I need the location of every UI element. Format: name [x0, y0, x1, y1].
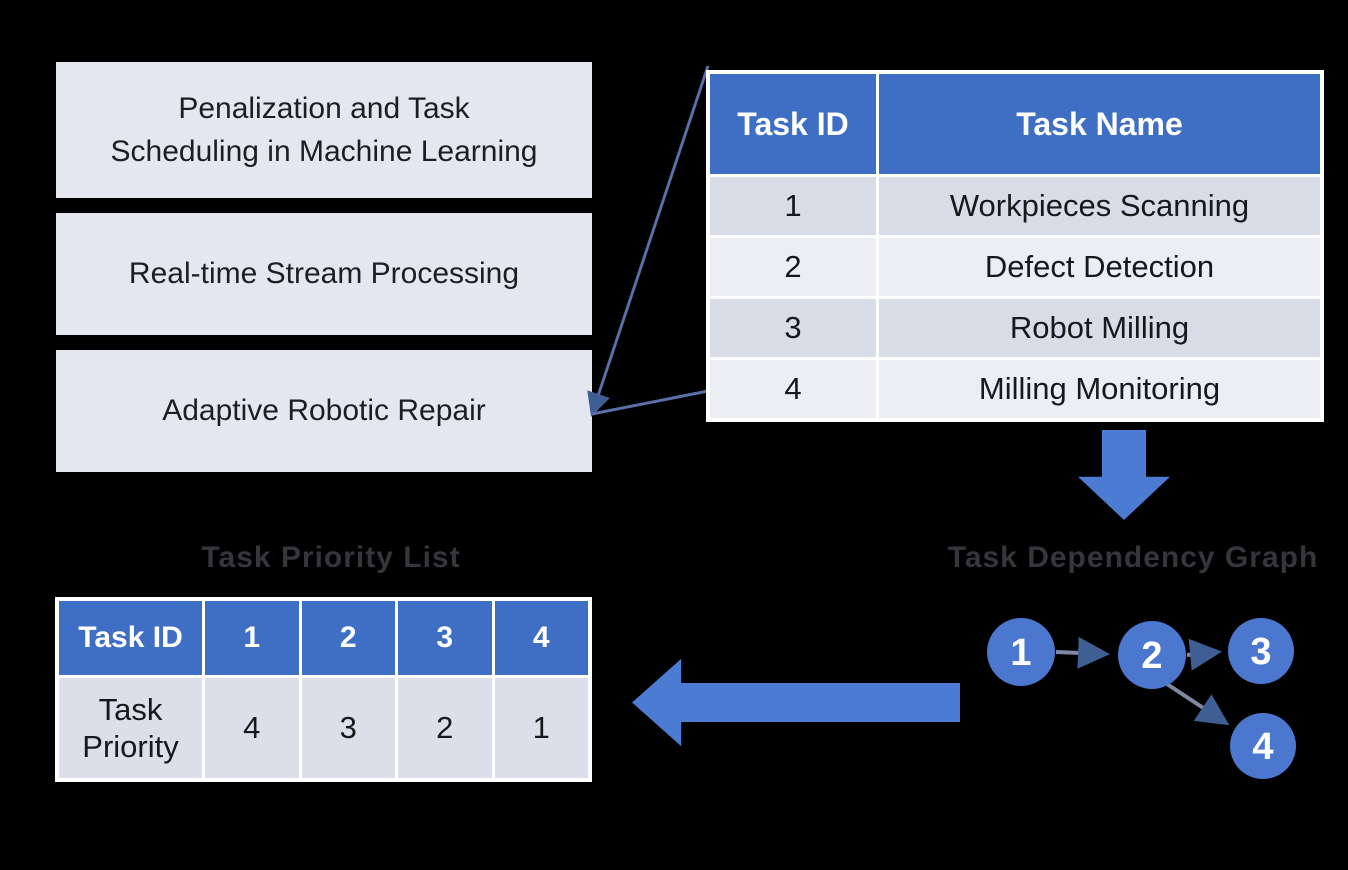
dependency-graph-title: Task Dependency Graph: [947, 541, 1319, 574]
priority-value-cell: 1: [494, 678, 588, 778]
priority-table-title: Task Priority List: [201, 541, 461, 574]
graph-node-3-label: 3: [1250, 631, 1271, 673]
priority-value-cell: 3: [301, 678, 395, 778]
graph-node-1: [987, 618, 1055, 686]
task-name-cell: Milling Monitoring: [879, 360, 1320, 418]
graph-node-1-label: 1: [1010, 632, 1031, 674]
priority-row-label: Task Priority: [59, 678, 202, 778]
priority-table-id-header: 3: [398, 601, 492, 675]
task-table-header-id: Task ID: [710, 74, 876, 174]
process-box-label: Adaptive Robotic Repair: [162, 394, 486, 428]
graph-node-2: [1118, 621, 1186, 689]
process-box-robotic-repair: Adaptive Robotic Repair: [56, 350, 592, 472]
task-id-cell: 2: [710, 238, 876, 296]
dependency-graph-edges: [1055, 636, 1230, 726]
task-name-cell: Robot Milling: [879, 299, 1320, 357]
graph-node-3: [1228, 618, 1294, 684]
task-name-cell: Workpieces Scanning: [879, 177, 1320, 235]
priority-table-id-header: 1: [205, 601, 299, 675]
process-box-label: Penalization and Task Scheduling in Mach…: [110, 91, 538, 169]
task-id-cell: 1: [710, 177, 876, 235]
task-name-cell: Defect Detection: [879, 238, 1320, 296]
dependency-graph-nodes: 1 2 3 4: [987, 618, 1296, 779]
graph-node-2-label: 2: [1141, 635, 1162, 677]
priority-value-cell: 2: [398, 678, 492, 778]
task-id-cell: 3: [710, 299, 876, 357]
task-id-cell: 4: [710, 360, 876, 418]
priority-value-cell: 4: [205, 678, 299, 778]
callout-connector-lines: [587, 65, 710, 417]
priority-table-corner-header: Task ID: [59, 601, 202, 675]
task-priority-table: Task ID 1 2 3 4 Task Priority 4 3 2 1: [55, 597, 592, 782]
process-box-label: Real-time Stream Processing: [128, 257, 520, 291]
task-name-table: Task ID Task Name 1 Workpieces Scanning …: [706, 70, 1324, 422]
process-box-penalization: Penalization and Task Scheduling in Mach…: [56, 62, 592, 198]
process-box-stream-processing: Real-time Stream Processing: [56, 213, 592, 335]
priority-table-id-header: 2: [301, 601, 395, 675]
graph-node-4: [1230, 713, 1296, 779]
graph-node-4-label: 4: [1252, 726, 1273, 768]
priority-table-id-header: 4: [494, 601, 588, 675]
task-table-header-name: Task Name: [879, 74, 1320, 174]
